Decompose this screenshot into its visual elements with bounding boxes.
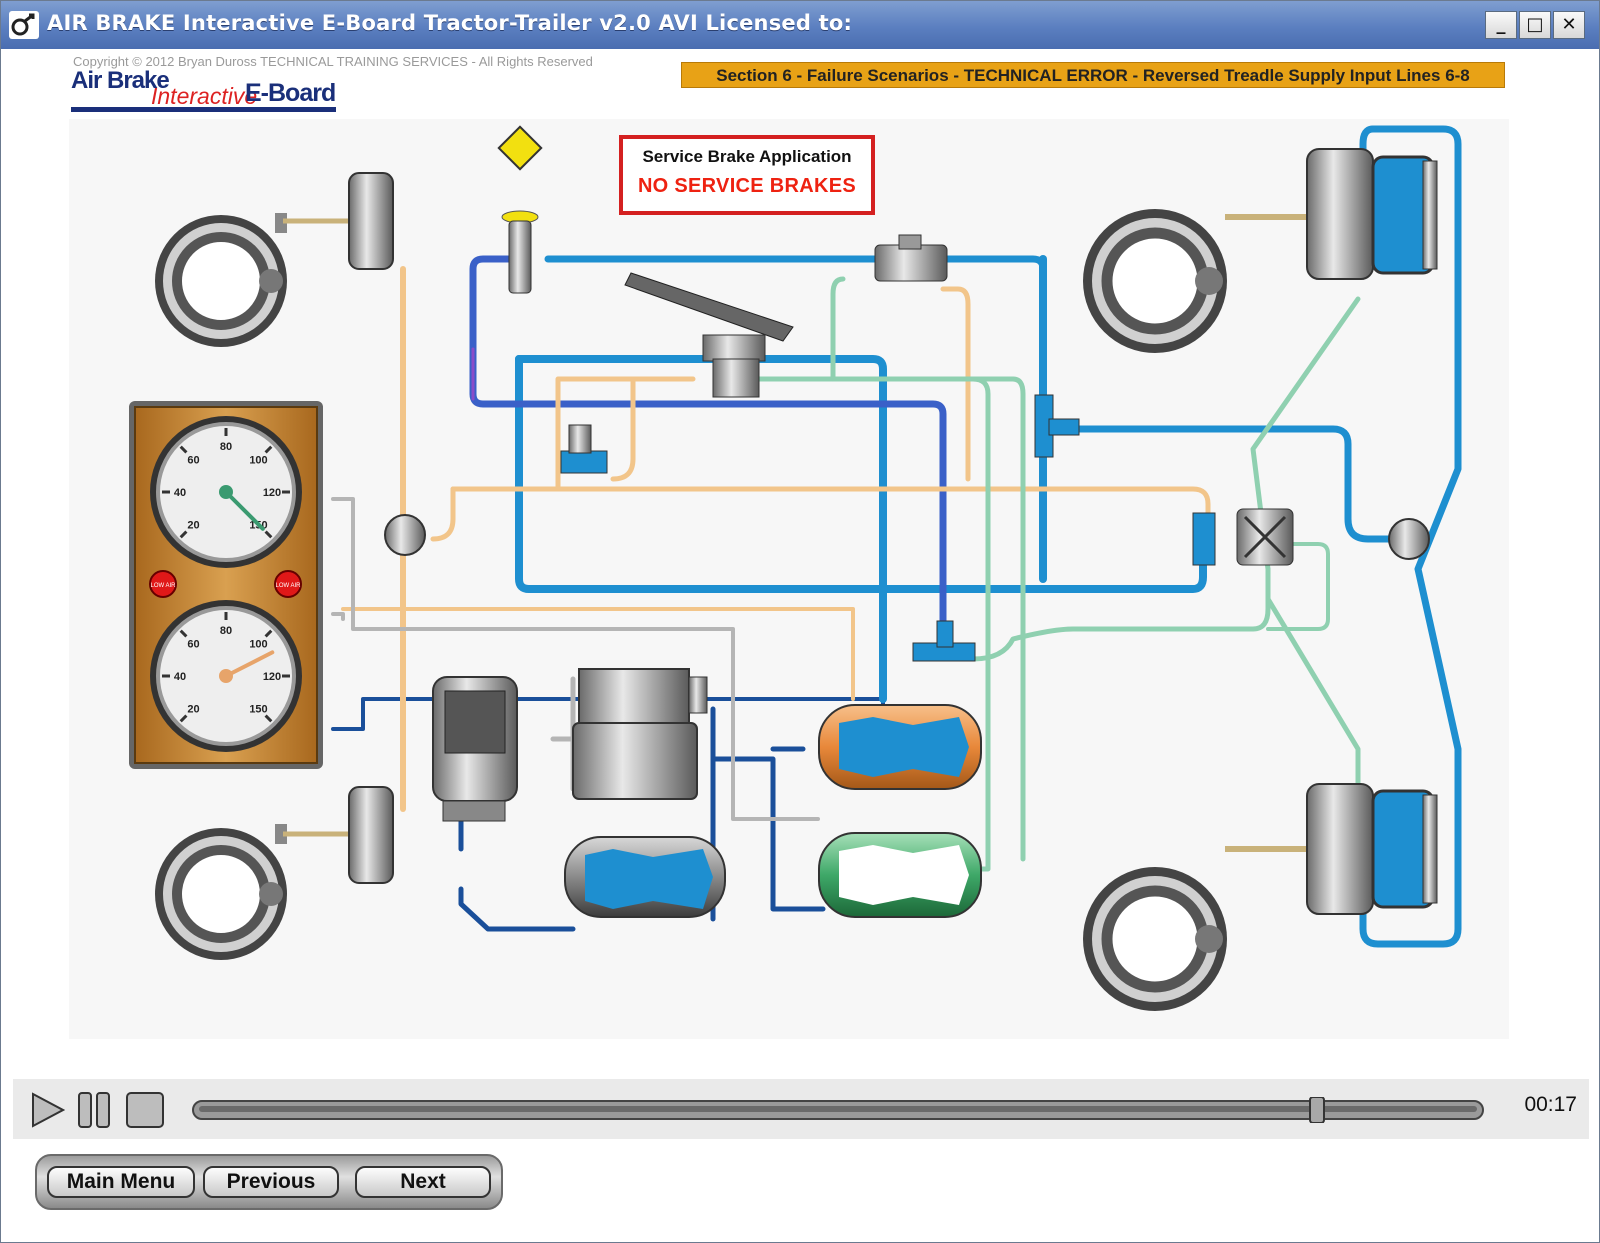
gauge-tick-label: 80	[220, 625, 232, 637]
stop-icon	[126, 1092, 164, 1128]
gauge-tick-label: 100	[249, 455, 267, 467]
window-title: AIR BRAKE Interactive E-Board Tractor-Tr…	[47, 11, 853, 35]
section-banner: Section 6 - Failure Scenarios - TECHNICA…	[681, 62, 1505, 88]
air-brake-diagram: 20 40 60 80 100 120 150 20 40 60 80 100 120 150 LOW …	[69, 119, 1509, 1039]
seek-bar[interactable]	[191, 1096, 1487, 1124]
gauge-tick	[264, 530, 273, 539]
treadle-foot-valve[interactable]	[624, 272, 794, 398]
gauge-tick-label: 150	[249, 704, 267, 716]
gauge-tick-label: 120	[263, 671, 281, 683]
close-button[interactable]: ✕	[1553, 11, 1585, 39]
animation-stage: 20 40 60 80 100 120 150 20 40 60 80 100 120 150 LOW …	[13, 49, 1589, 1079]
tee-fitting-upper	[1034, 394, 1080, 458]
quick-release-valve-left	[384, 514, 426, 556]
air-dryer	[432, 676, 518, 822]
gauge-tick-label: 60	[187, 639, 199, 651]
brake-drum-rear-right	[1083, 867, 1227, 1011]
minimize-button[interactable]: _	[1485, 11, 1517, 39]
gauge-tick-label: 40	[174, 671, 186, 683]
gauge-tick-label: 20	[187, 704, 199, 716]
pipe-lines	[331, 125, 1462, 948]
gauge-tick-label: 100	[249, 639, 267, 651]
logo-eboard: E-Board	[245, 79, 336, 107]
previous-button[interactable]: Previous	[203, 1166, 339, 1198]
brake-drum-front-left	[155, 215, 287, 347]
title-bar[interactable]: AIR BRAKE Interactive E-Board Tractor-Tr…	[1, 1, 1599, 49]
low-air-right-label: LOW AIR	[275, 583, 301, 589]
secondary-air-gauge: 20 40 60 80 100 120 150	[150, 600, 302, 752]
low-air-warning-right: LOW AIR	[274, 570, 302, 598]
primary-tank-green	[818, 832, 982, 918]
elapsed-time: 00:17	[1524, 1093, 1577, 1116]
quick-release-valve-front	[874, 234, 948, 282]
gauge-tick-label: 20	[187, 520, 199, 532]
parking-brake-control-valve[interactable]	[501, 210, 539, 294]
tee-fitting-lower	[912, 620, 976, 662]
gauge-tick	[179, 530, 188, 539]
pause-icon	[78, 1092, 110, 1128]
gauge-tick	[179, 445, 188, 454]
secondary-tank-orange	[818, 704, 982, 790]
brake-chamber-front-left	[275, 172, 394, 270]
air-brake-logo: Air Brake Interactive E-Board	[71, 67, 351, 113]
navigation-bar: Main Menu Previous Next	[35, 1154, 503, 1210]
brake-drum-rear-left	[155, 828, 287, 960]
logo-interactive: Interactive	[151, 83, 258, 109]
logo-air-brake: Air Brake	[71, 67, 170, 94]
gauge-tick	[264, 445, 273, 454]
next-button[interactable]: Next	[355, 1166, 491, 1198]
air-compressor	[572, 668, 708, 800]
relay-valve	[1192, 508, 1294, 566]
brake-chamber-rear-left	[275, 786, 394, 884]
gauge-tick-label: 120	[263, 487, 281, 499]
gauge-tick	[179, 629, 188, 638]
play-button[interactable]	[29, 1091, 66, 1134]
maximize-button[interactable]: □	[1519, 11, 1551, 39]
brake-drum-front-right	[1083, 209, 1227, 353]
spring-brake-chamber-rear-right	[1225, 783, 1438, 915]
status-box: Service Brake Application NO SERVICE BRA…	[619, 135, 875, 215]
gauge-tick-label: 80	[220, 441, 232, 453]
gauge-tick	[179, 714, 188, 723]
quick-release-valve-right	[1388, 518, 1430, 560]
gauge-tick	[264, 714, 273, 723]
gauge-tick-label: 40	[174, 487, 186, 499]
app-icon	[9, 11, 39, 39]
gauge-tick-label: 60	[187, 455, 199, 467]
status-message: NO SERVICE BRAKES	[637, 175, 857, 197]
pause-button[interactable]	[77, 1091, 113, 1134]
no-brake-warning-sign	[497, 125, 543, 171]
logo-underline	[71, 107, 336, 112]
status-title: Service Brake Application	[642, 147, 852, 166]
single-check-valve	[560, 424, 608, 474]
copyright-notice: Copyright © 2012 Bryan Duross TECHNICAL …	[73, 54, 593, 69]
dash-gauge-panel: 20 40 60 80 100 120 150 20 40 60 80 100 120 150 LOW …	[129, 401, 323, 769]
spring-brake-chamber-front-right	[1225, 148, 1438, 280]
main-menu-button[interactable]: Main Menu	[47, 1166, 195, 1198]
low-air-left-label: LOW AIR	[150, 583, 176, 589]
low-air-warning-left: LOW AIR	[149, 570, 177, 598]
play-icon	[32, 1092, 66, 1128]
gauge-tick	[264, 629, 273, 638]
wet-supply-tank	[564, 836, 726, 918]
stop-button[interactable]	[125, 1091, 165, 1134]
video-controls: 00:17	[13, 1079, 1589, 1139]
seek-thumb[interactable]	[1309, 1096, 1325, 1124]
